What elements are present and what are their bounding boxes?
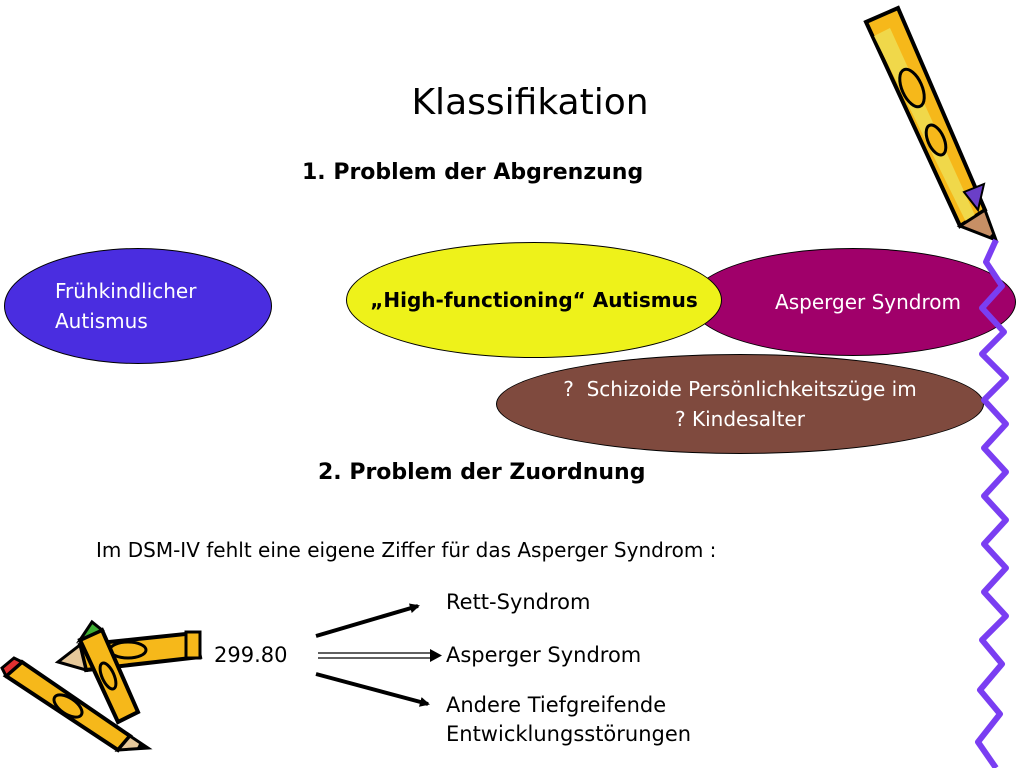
dsm-code: 299.80 xyxy=(214,643,288,667)
ellipse-high-functioning-label: „High-functioning“ Autismus xyxy=(370,288,698,312)
ellipse-early-autism: Frühkindlicher Autismus xyxy=(4,248,272,364)
pencils-cluster-icon xyxy=(0,619,203,753)
ellipse-early-autism-line2: Autismus xyxy=(55,309,148,333)
ellipse-schizoid-line1: ? Schizoide Persönlichkeitszüge im xyxy=(563,377,917,401)
arrow-to-other xyxy=(315,672,430,707)
squiggle-line xyxy=(975,238,1009,768)
target-other-line1: Andere Tiefgreifende xyxy=(446,693,667,717)
ellipse-schizoid: ? Schizoide Persönlichkeitszüge im ? Kin… xyxy=(496,354,984,454)
ellipse-schizoid-line2: ? Kindesalter xyxy=(675,407,805,431)
ellipse-asperger: Asperger Syndrom xyxy=(690,248,1016,356)
slide-title: Klassifikation xyxy=(411,82,649,123)
dsm-note: Im DSM-IV fehlt eine eigene Ziffer für d… xyxy=(96,538,717,562)
section-heading-abgrenzung: 1. Problem der Abgrenzung xyxy=(302,160,644,185)
pencil-icon xyxy=(863,5,999,243)
arrow-to-asperger xyxy=(318,649,442,662)
arrow-to-rett xyxy=(315,603,420,638)
ellipse-asperger-label: Asperger Syndrom xyxy=(775,290,961,314)
target-other: Andere Tiefgreifende Entwicklungsstörung… xyxy=(446,691,691,749)
target-other-line2: Entwicklungsstörungen xyxy=(446,722,692,746)
ellipse-early-autism-line1: Frühkindlicher xyxy=(55,279,197,303)
target-asperger: Asperger Syndrom xyxy=(446,643,642,667)
ellipse-high-functioning: „High-functioning“ Autismus xyxy=(346,242,722,358)
section-heading-zuordnung: 2. Problem der Zuordnung xyxy=(318,460,646,485)
target-rett: Rett-Syndrom xyxy=(446,590,591,614)
